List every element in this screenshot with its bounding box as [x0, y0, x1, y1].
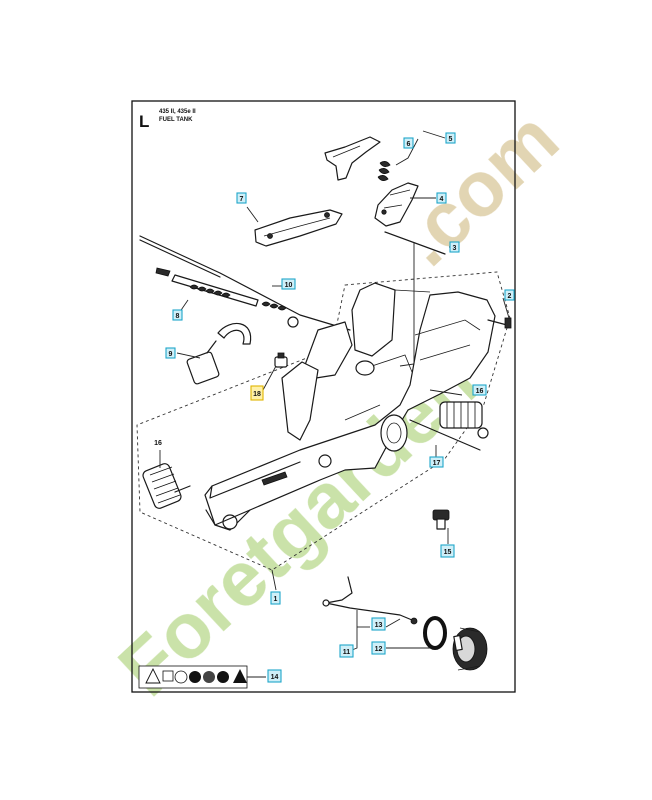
- callout-14: 14: [267, 669, 282, 683]
- label-16-left: 16: [154, 440, 162, 447]
- callout-6: 6: [403, 137, 414, 149]
- callouts: 6 5 4 7 3 10 2 8 9 18 16 17 15 1 13 11 1…: [154, 132, 515, 683]
- part-av-spring-left: [142, 463, 191, 509]
- svg-text:14: 14: [271, 674, 279, 681]
- svg-text:1: 1: [274, 596, 278, 603]
- section-title: FUEL TANK: [159, 117, 193, 123]
- diagram-frame: [131, 100, 516, 693]
- svg-text:2: 2: [508, 293, 512, 300]
- part-throttle-trigger: [324, 136, 381, 181]
- part-fuel-cap-11: [452, 627, 488, 671]
- callout-4: 4: [436, 192, 447, 204]
- svg-text:17: 17: [433, 460, 441, 467]
- callout-17: 17: [429, 456, 444, 468]
- part-bolt-17: [409, 419, 481, 451]
- callout-15: 15: [440, 544, 455, 558]
- watermark: Foretgarden .com: [102, 94, 575, 713]
- svg-text:5: 5: [449, 136, 453, 143]
- callout-18: 18: [250, 385, 264, 401]
- svg-text:4: 4: [440, 196, 444, 203]
- part-throttle-cable: [139, 235, 351, 331]
- svg-text:12: 12: [375, 646, 383, 653]
- svg-text:13: 13: [375, 622, 383, 629]
- part-o-ring-12: [423, 616, 447, 650]
- callout-8: 8: [172, 309, 183, 321]
- svg-text:15: 15: [444, 549, 452, 556]
- callout-2: 2: [504, 289, 515, 301]
- svg-text:11: 11: [343, 649, 351, 656]
- part-fuel-line-13: [322, 576, 418, 625]
- svg-text:18: 18: [253, 391, 261, 398]
- svg-text:3: 3: [453, 245, 457, 252]
- callout-13: 13: [371, 617, 386, 631]
- part-fuel-tank-housing: [204, 282, 496, 531]
- callout-3: 3: [449, 241, 460, 253]
- callout-7: 7: [236, 192, 247, 204]
- part-decal-14: [138, 665, 248, 689]
- part-screw-2: [487, 317, 512, 329]
- section-letter: L: [139, 112, 149, 131]
- svg-text:16: 16: [476, 388, 484, 395]
- callout-5: 5: [445, 132, 456, 144]
- svg-text:6: 6: [407, 141, 411, 148]
- leader-lines: [159, 130, 510, 678]
- callout-11: 11: [339, 644, 354, 658]
- model-line: 435 II, 435e II: [159, 109, 196, 115]
- part-spring-6: [377, 161, 391, 181]
- callout-10: 10: [281, 278, 296, 290]
- callout-12: 12: [371, 641, 386, 655]
- svg-text:10: 10: [285, 282, 293, 289]
- callout-16: 16: [472, 384, 487, 396]
- part-throttle-lockout: [374, 182, 419, 227]
- part-handle-insert-7: [254, 209, 343, 247]
- part-tank-vent-15: [432, 509, 450, 530]
- callout-9: 9: [165, 347, 176, 359]
- part-18-grommet: [274, 352, 288, 368]
- callout-1: 1: [270, 591, 281, 605]
- part-pin-3: [384, 231, 446, 255]
- diagram-header: L 435 II, 435e II FUEL TANK: [139, 109, 196, 131]
- svg-text:7: 7: [240, 196, 244, 203]
- part-fuel-hose-filter: [186, 322, 252, 385]
- svg-text:9: 9: [169, 351, 173, 358]
- part-av-spring-right: [439, 401, 489, 439]
- assembly-outline: [136, 271, 511, 571]
- svg-text:8: 8: [176, 313, 180, 320]
